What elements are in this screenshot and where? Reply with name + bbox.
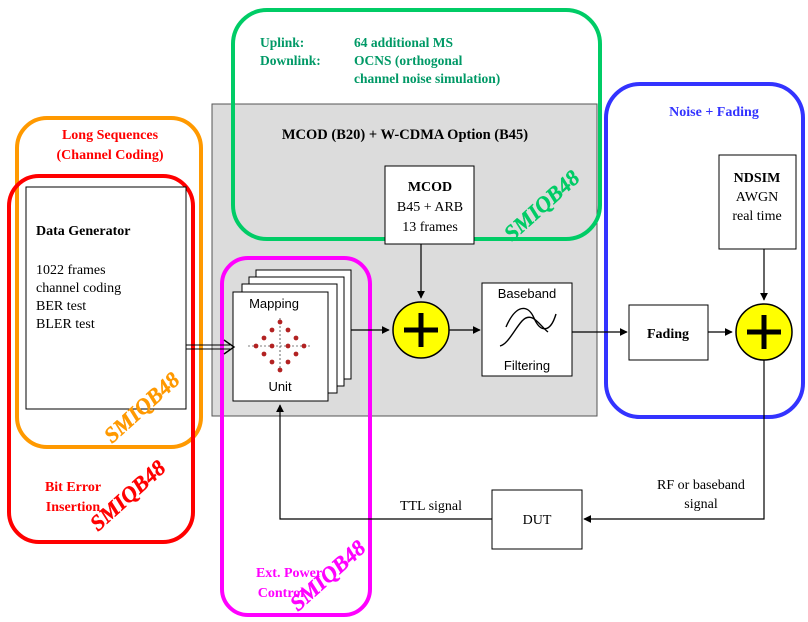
long-sequences-frame bbox=[15, 116, 203, 449]
mcod-box-line2: 13 frames bbox=[402, 220, 458, 235]
constellation-point bbox=[269, 359, 275, 365]
fading-box bbox=[628, 304, 709, 361]
baseband-top: Baseband bbox=[498, 286, 557, 301]
baseband-bottom: Filtering bbox=[504, 358, 550, 373]
mcod-box-title: MCOD bbox=[408, 180, 452, 195]
long-sequences-line2: (Channel Coding) bbox=[57, 148, 164, 163]
uplink-value: 64 additional MS bbox=[354, 35, 453, 50]
constellation-point bbox=[277, 367, 283, 373]
mcod-box bbox=[384, 165, 475, 245]
bit-error-line2: Insertion bbox=[46, 500, 101, 515]
data-generator-box bbox=[25, 186, 187, 410]
constellation-point bbox=[285, 327, 291, 333]
constellation-point bbox=[261, 335, 267, 341]
plus-icon bbox=[404, 313, 438, 347]
constellation-point bbox=[293, 335, 299, 341]
constellation-point bbox=[261, 351, 267, 357]
ext-power-line2: Control bbox=[258, 586, 305, 601]
constellation-point bbox=[285, 343, 291, 349]
bit-error-line1: Bit Error bbox=[45, 480, 101, 495]
ext-power-frame bbox=[220, 256, 372, 617]
mcod-panel-title: MCOD (B20) + W-CDMA Option (B45) bbox=[282, 127, 528, 143]
mcod-box-line1: B45 + ARB bbox=[397, 200, 463, 215]
constellation-point bbox=[269, 343, 275, 349]
dut-label: DUT bbox=[523, 513, 552, 528]
arrow-icon bbox=[223, 339, 236, 355]
baseband-filter-box bbox=[481, 282, 573, 377]
constellation-point bbox=[269, 327, 275, 333]
data-generator-title: Data Generator bbox=[36, 224, 130, 239]
connector bbox=[583, 360, 765, 523]
noise-fading-title: Noise + Fading bbox=[669, 105, 759, 120]
data-generator-line: BLER test bbox=[36, 317, 95, 332]
downlink-value-2: channel noise simulation) bbox=[354, 71, 500, 86]
constellation-point bbox=[285, 359, 291, 365]
data-generator-line: 1022 frames bbox=[36, 263, 106, 278]
data-generator-line: channel coding bbox=[36, 281, 121, 296]
constellation-points bbox=[253, 319, 307, 373]
noise-fading-frame bbox=[604, 82, 805, 419]
mapping-unit-top: Mapping bbox=[249, 296, 299, 311]
ext-power-line1: Ext. Power bbox=[256, 566, 322, 581]
plus-icon bbox=[747, 315, 781, 349]
rf-signal-line1: RF or baseband bbox=[657, 478, 745, 493]
fading-label: Fading bbox=[647, 327, 689, 342]
ndsim-line2: real time bbox=[732, 209, 781, 224]
filter-curve-icon bbox=[505, 307, 557, 330]
constellation-point bbox=[293, 351, 299, 357]
ndsim-title: NDSIM bbox=[734, 171, 781, 186]
bit-error-frame bbox=[7, 174, 195, 544]
data-generator-line: BER test bbox=[36, 299, 86, 314]
ttl-signal-label: TTL signal bbox=[400, 499, 462, 514]
mapping-unit-box bbox=[232, 291, 329, 402]
long-sequences-line1: Long Sequences bbox=[62, 128, 159, 143]
downlink-label: Downlink: bbox=[260, 53, 321, 68]
filter-curve-icon bbox=[499, 316, 549, 347]
constellation-point bbox=[301, 343, 307, 349]
rf-signal-line2: signal bbox=[684, 497, 718, 512]
smiqb48-watermark: SMIQB48 bbox=[85, 455, 171, 536]
ndsim-line1: AWGN bbox=[736, 190, 778, 205]
downlink-value-1: OCNS (orthogonal bbox=[354, 53, 463, 68]
constellation-point bbox=[277, 319, 283, 325]
constellation-point bbox=[253, 343, 259, 349]
ndsim-box bbox=[718, 154, 797, 250]
mapping-unit-bottom: Unit bbox=[268, 379, 292, 394]
connector bbox=[276, 404, 492, 520]
uplink-label: Uplink: bbox=[260, 35, 304, 50]
